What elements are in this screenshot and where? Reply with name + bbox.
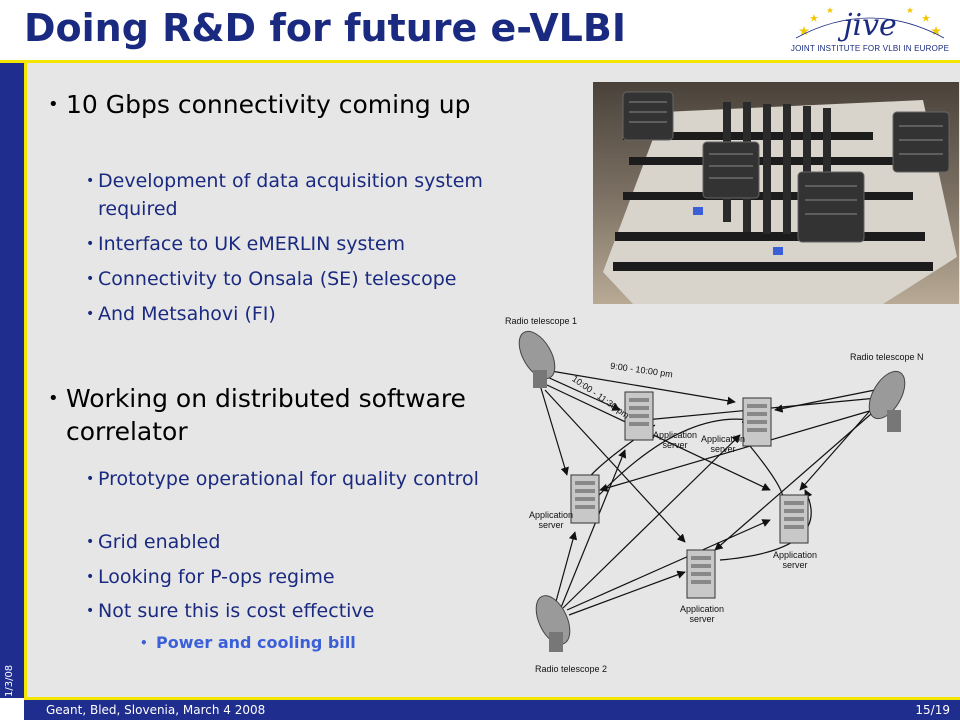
logo-subtitle: JOINT INSTITUTE FOR VLBI IN EUROPE bbox=[790, 44, 950, 53]
bullet-text: 10 Gbps connectivity coming up bbox=[66, 90, 471, 119]
sub-bullet-text: Not sure this is cost effective bbox=[98, 600, 375, 622]
circuit-board-photo bbox=[593, 82, 959, 304]
sub-bullet-text: Looking for P-ops regime bbox=[98, 566, 335, 588]
network-diagram-graphic bbox=[518, 330, 906, 652]
sub-bullet-text: Connectivity to Onsala (SE) telescope bbox=[98, 268, 457, 290]
logo-wordmark: jive bbox=[837, 8, 897, 43]
bullet-dot: • bbox=[48, 94, 59, 115]
sub-bullet-text: Grid enabled bbox=[98, 531, 221, 553]
bullet-dot: • bbox=[86, 306, 95, 322]
bullet-dot: • bbox=[86, 534, 95, 550]
radio-telescope-2-icon bbox=[535, 595, 571, 652]
label-app-server: Application server bbox=[701, 434, 746, 454]
bullet-dot: • bbox=[86, 569, 95, 585]
bullet-dot: • bbox=[86, 603, 95, 619]
page-number: 15/19 bbox=[915, 703, 950, 717]
sub-bullet: • Grid enabled bbox=[86, 528, 536, 556]
bullet-software-correlator: • Working on distributed software correl… bbox=[48, 382, 468, 448]
title-bar: Doing R&D for future e-VLBI jive JOINT I… bbox=[0, 0, 960, 62]
server-icon bbox=[779, 494, 809, 544]
network-diagram: Radio telescope 1 Radio telescope N Radi… bbox=[505, 310, 935, 680]
server-icon bbox=[624, 391, 654, 441]
sub-sub-bullet-text: Power and cooling bill bbox=[156, 633, 356, 652]
sub-bullet-text: Development of data acquisition system r… bbox=[98, 170, 483, 220]
label-radio-telescope-2: Radio telescope 2 bbox=[535, 664, 608, 674]
sub-bullet: • Connectivity to Onsala (SE) telescope bbox=[86, 265, 536, 293]
circuit-board-image bbox=[593, 82, 959, 304]
server-icon bbox=[570, 474, 600, 524]
sidebar-label: huib 1/3/08 bbox=[4, 664, 15, 720]
title-divider bbox=[0, 60, 960, 63]
bullet-10gbps: • 10 Gbps connectivity coming up bbox=[48, 88, 528, 121]
bullet-dot: • bbox=[86, 173, 95, 189]
sub-bullet: • Development of data acquisition system… bbox=[86, 167, 536, 223]
sub-bullet: • Looking for P-ops regime bbox=[86, 563, 536, 591]
bullet-text: Working on distributed software correlat… bbox=[66, 384, 466, 446]
bullet-dot: • bbox=[86, 271, 95, 287]
sub-bullet-text: Prototype operational for quality contro… bbox=[98, 468, 479, 490]
sub-bullet: • Not sure this is cost effective bbox=[86, 597, 536, 625]
label-radio-telescope-n: Radio telescope N bbox=[850, 352, 924, 362]
bullet-dot: • bbox=[86, 236, 95, 252]
label-app-server: Application server bbox=[680, 604, 725, 624]
label-radio-telescope-1: Radio telescope 1 bbox=[505, 316, 578, 326]
footer-divider bbox=[24, 697, 960, 700]
server-icon bbox=[742, 397, 772, 447]
jive-logo-mark: jive bbox=[795, 7, 945, 43]
sidebar-divider bbox=[24, 63, 27, 698]
sub-sub-bullet: • Power and cooling bill bbox=[140, 632, 500, 654]
slide-title: Doing R&D for future e-VLBI bbox=[24, 6, 626, 50]
server-icon bbox=[686, 549, 716, 599]
footer-event: Geant, Bled, Slovenia, March 4 2008 bbox=[46, 703, 266, 717]
label-app-server: Application server bbox=[529, 510, 574, 530]
sidebar bbox=[0, 63, 24, 698]
footer-bar: Geant, Bled, Slovenia, March 4 2008 15/1… bbox=[24, 700, 960, 720]
sub-bullet-text: Interface to UK eMERLIN system bbox=[98, 233, 406, 255]
radio-telescope-n-icon bbox=[868, 370, 906, 432]
sub-bullet: • Interface to UK eMERLIN system bbox=[86, 230, 536, 258]
sub-bullet-text: And Metsahovi (FI) bbox=[98, 303, 276, 325]
radio-telescope-1-icon bbox=[518, 330, 556, 388]
sub-bullet: • Prototype operational for quality cont… bbox=[86, 465, 506, 493]
label-app-server: Application server bbox=[653, 430, 698, 450]
bullet-dot: • bbox=[86, 471, 95, 487]
label-app-server: Application server bbox=[773, 550, 818, 570]
bullet-dot: • bbox=[140, 636, 148, 650]
jive-logo: jive JOINT INSTITUTE FOR VLBI IN EUROPE bbox=[790, 4, 950, 58]
sub-bullet: • And Metsahovi (FI) bbox=[86, 300, 536, 328]
bullet-dot: • bbox=[48, 388, 59, 409]
